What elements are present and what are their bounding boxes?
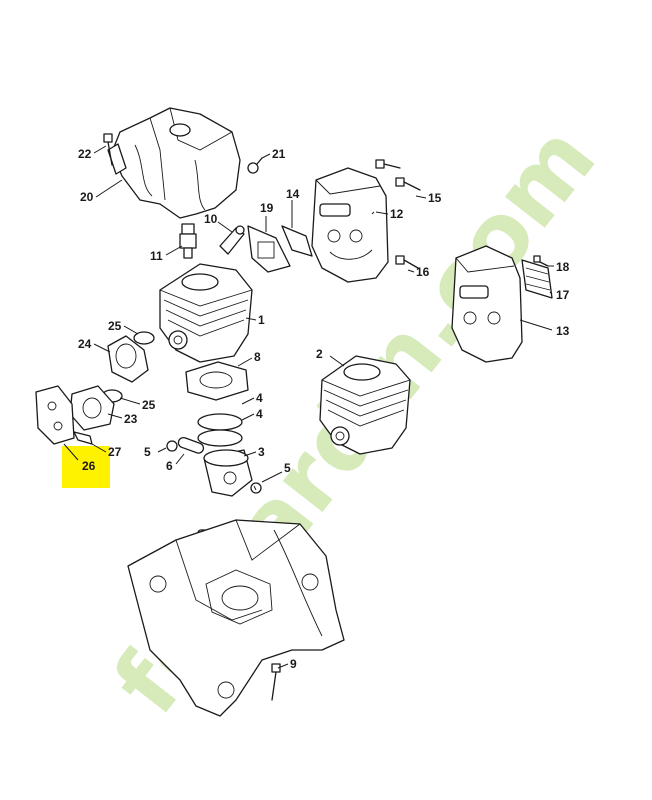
callout-3: 3 xyxy=(258,445,265,459)
callout-9: 9 xyxy=(290,657,297,671)
callout-8: 8 xyxy=(254,350,261,364)
callout-2: 2 xyxy=(316,347,323,361)
part-crankcase xyxy=(127,519,345,717)
part-piston-pin-6 xyxy=(177,436,205,454)
callout-1: 1 xyxy=(258,313,265,327)
callout-4b: 4 xyxy=(256,407,263,421)
part-piston-rings-4 xyxy=(197,413,243,447)
callout-15: 15 xyxy=(428,191,442,205)
part-gasket-14 xyxy=(281,225,313,257)
callout-27: 27 xyxy=(108,445,122,459)
callout-16: 16 xyxy=(416,265,430,279)
callout-20: 20 xyxy=(80,190,94,204)
part-gasket-19 xyxy=(247,225,291,273)
callout-12: 12 xyxy=(390,207,404,221)
part-cylinder-2 xyxy=(319,355,411,455)
part-screw-15 xyxy=(375,159,421,191)
highlight-part-26 xyxy=(62,446,110,488)
callout-17: 17 xyxy=(556,288,570,302)
part-muffler-12 xyxy=(311,167,389,283)
part-clamp-25a xyxy=(133,331,155,345)
callout-22: 22 xyxy=(78,147,92,161)
callout-21: 21 xyxy=(272,147,286,161)
part-spring-27 xyxy=(73,431,93,445)
callout-25a: 25 xyxy=(108,319,122,333)
part-circlip-5a xyxy=(166,440,178,452)
callout-26: 26 xyxy=(82,459,96,473)
callout-11: 11 xyxy=(150,249,163,263)
part-screw-18 xyxy=(533,255,549,267)
callout-4a: 4 xyxy=(256,391,263,405)
callout-5c: 5 xyxy=(284,461,291,475)
part-cylinder-1 xyxy=(159,263,253,363)
callout-14: 14 xyxy=(286,187,300,201)
callout-6: 6 xyxy=(166,459,173,473)
part-screen-17 xyxy=(521,259,553,299)
part-plug-boot-10 xyxy=(219,225,245,255)
part-spark-plug-11 xyxy=(179,223,197,259)
part-gasket-26 xyxy=(35,385,75,445)
part-intake-24 xyxy=(107,335,149,383)
part-circlip-5b xyxy=(250,482,262,494)
callout-19: 19 xyxy=(260,201,274,215)
part-screw-22 xyxy=(103,133,113,166)
callout-23: 23 xyxy=(124,412,138,426)
part-screw-16 xyxy=(395,255,419,269)
callout-18: 18 xyxy=(556,260,570,274)
part-shroud xyxy=(107,107,241,219)
callout-24: 24 xyxy=(78,337,92,351)
part-muffler-13 xyxy=(451,245,523,363)
part-gasket-8 xyxy=(185,361,249,401)
part-nut-21 xyxy=(247,157,263,174)
part-screw-9 xyxy=(271,663,281,701)
callout-10: 10 xyxy=(204,212,218,226)
part-piston-3 xyxy=(203,449,253,497)
callout-25b: 25 xyxy=(142,398,156,412)
callout-13: 13 xyxy=(556,324,570,338)
callout-5a: 5 xyxy=(144,445,151,459)
